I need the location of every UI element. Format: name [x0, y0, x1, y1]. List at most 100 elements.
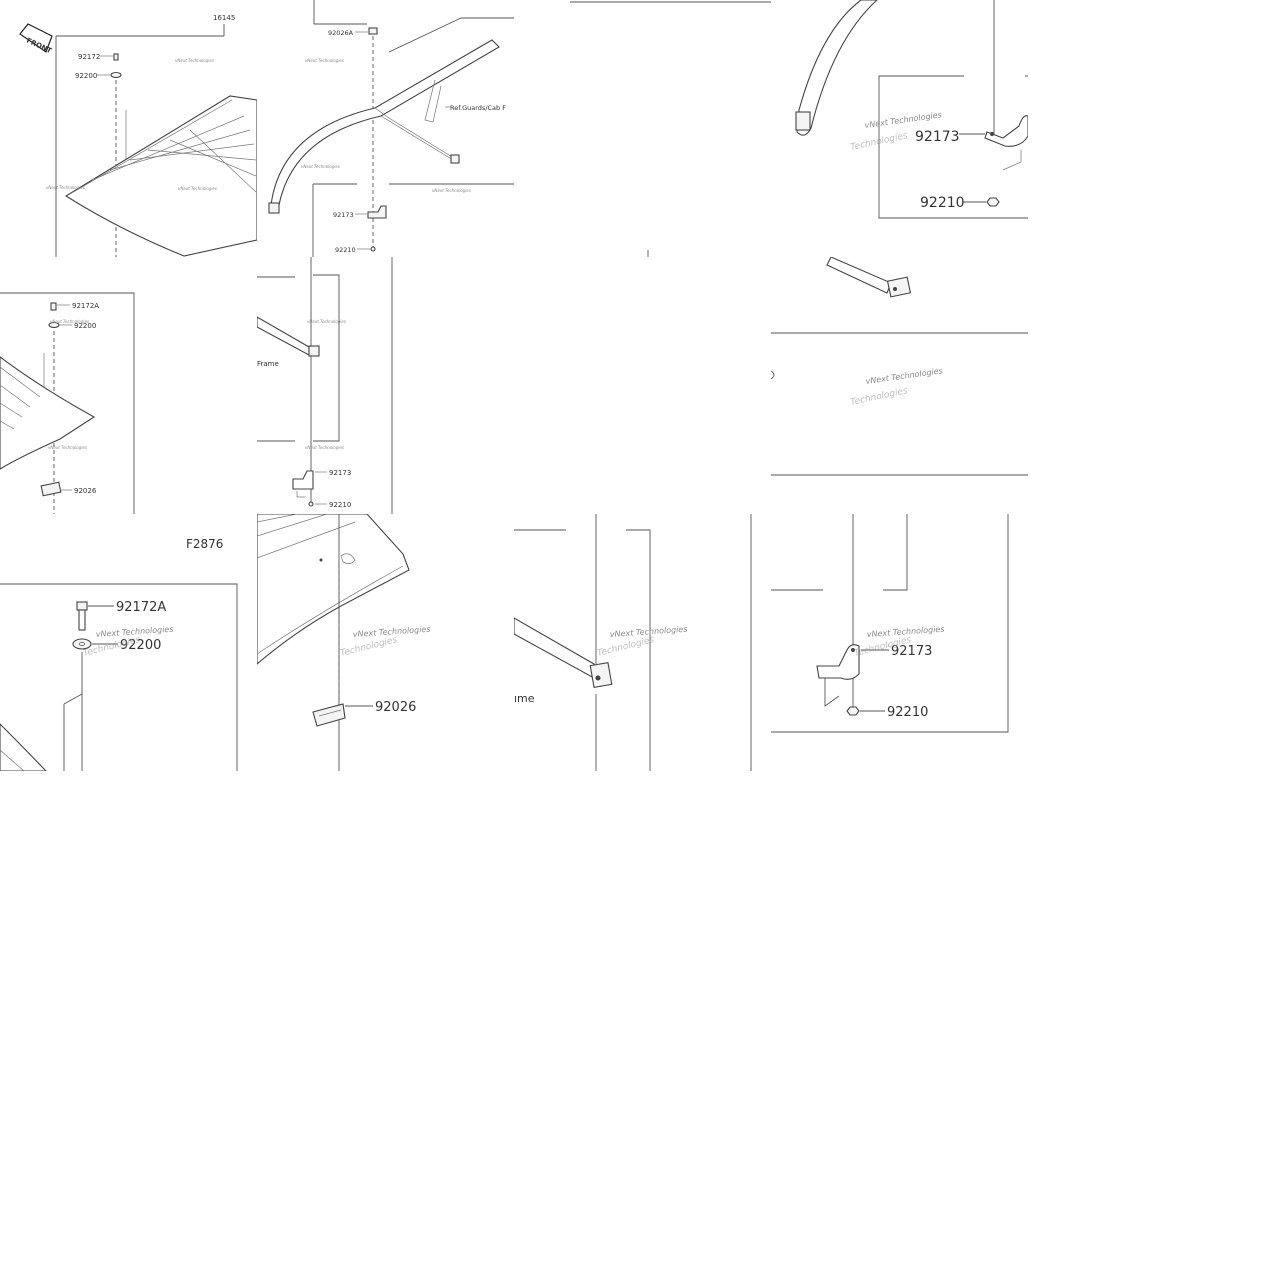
tile-large-fasteners: F2876 92172A 92200 vNext Technologies Te…: [0, 514, 257, 771]
label-92200: 92200: [74, 322, 96, 330]
front-arrow-icon: FRONT: [19, 23, 53, 55]
tile-large-bracket: 92173 92210 vNext Technologies Technolog…: [771, 514, 1028, 771]
diagram-large-cushion: 92026 vNext Technologies Technologies: [257, 514, 431, 771]
label-frame: Frame: [257, 360, 279, 368]
label-92026: 92026: [74, 487, 97, 495]
bolt-92172A-icon: [76, 601, 88, 631]
roll-bar-part: [268, 39, 500, 214]
tile-empty-middle: [514, 257, 771, 514]
watermark: vNext Technologies: [46, 185, 85, 190]
roof-panel-corner-part: [0, 723, 47, 771]
diagram-frame-bracket: Frame 92173 92210 vNext Technologies vNe…: [257, 257, 393, 514]
bracket-92173-icon: [367, 205, 387, 219]
diagram-bracket-zoom: 92173 92210 vNext Technologies Technolog…: [795, 0, 1028, 219]
nut-92210-icon: [846, 706, 860, 716]
diagram-empty: [514, 257, 771, 514]
bracket-92173-icon: [816, 644, 860, 680]
frame-line: [878, 75, 1028, 219]
frame-line: [771, 514, 1009, 733]
label-16145: 16145: [213, 14, 235, 22]
diagram-large-bracket: 92173 92210 vNext Technologies Technolog…: [771, 514, 1009, 733]
label-92172A-large: 92172A: [116, 600, 166, 615]
roll-bar-end-part: [795, 0, 878, 136]
roof-panel-edge-part: [257, 514, 410, 665]
watermark: vNext Technologies: [301, 164, 340, 169]
label-92173: 92173: [329, 469, 351, 477]
label-92173: 92173: [333, 211, 354, 219]
watermark: vNext Technologies: [307, 319, 346, 324]
bolt-92172-icon: [113, 53, 119, 61]
label-92172: 92172: [78, 53, 100, 61]
cushion-92026-icon: [40, 481, 62, 497]
diagram-outline: [570, 1, 771, 257]
frame-line: [626, 529, 651, 771]
diagram-frame-bar: 92026A Ref.Guards/Cab F 92173 92210 vNex…: [268, 0, 514, 257]
frame-line: [0, 292, 135, 514]
leader-line: [824, 678, 840, 707]
washer-92200-icon: [72, 638, 92, 650]
bolt-92172A-icon: [50, 302, 57, 311]
tile-large-frame-end: ıme vNext Technologies Technologies: [514, 514, 771, 771]
tile-zoom-roof-fasteners: 92172A 92200 92026 vNext Technologies vN…: [0, 257, 257, 514]
label-92210-alt: 92210: [329, 501, 351, 509]
label-92210: 92210: [335, 246, 356, 254]
diagram-roof-fasteners: 92172A 92200 92026 vNext Technologies vN…: [0, 292, 135, 514]
label-92210-large: 92210: [887, 705, 928, 720]
edge-glyph: [771, 370, 775, 380]
roof-panel-edge-part: [0, 356, 96, 470]
nut-92210-icon: [308, 501, 314, 507]
watermark: Technologies: [596, 635, 655, 659]
nut-92026A-icon: [368, 27, 378, 35]
label-92173-zoom: 92173: [915, 129, 960, 145]
diagram-large-frame-end: ıme vNext Technologies Technologies: [514, 514, 752, 771]
leader-line: [296, 491, 305, 498]
cushion-92026-icon: [312, 703, 346, 727]
label-92200-large: 92200: [120, 638, 161, 653]
leader-line: [1002, 150, 1022, 171]
label-frame-partial: ıme: [514, 692, 535, 705]
label-ref-guards: Ref.Guards/Cab F: [450, 104, 506, 112]
diagram-bar-end: vNext Technologies Technologies: [771, 257, 1028, 476]
frame-bar-part: [257, 316, 320, 357]
tile-overview-roof: 16145 FRONT 92172 92200 vNext Technologi…: [0, 0, 257, 257]
label-92172A: 92172A: [72, 302, 99, 310]
label-92200: 92200: [75, 72, 97, 80]
watermark: vNext Technologies: [50, 319, 89, 324]
bracket-92173-icon: [292, 470, 314, 490]
label-fig-id-large: F2876: [186, 537, 223, 551]
frame-bar-part: [514, 617, 613, 689]
washer-92200-icon: [110, 71, 122, 79]
diagram-roof-panel: 16145 FRONT 92172 92200 vNext Technologi…: [19, 14, 257, 257]
tile-zoom-bar-end: vNext Technologies Technologies: [771, 257, 1028, 514]
frame-line: [0, 583, 238, 771]
watermark: vNext Technologies: [305, 445, 344, 450]
frame-line: [883, 514, 908, 591]
diagram-large-fasteners: F2876 92172A 92200 vNext Technologies Te…: [0, 537, 238, 771]
nut-92210-icon: [370, 246, 376, 252]
tile-overview-frame: 92026A Ref.Guards/Cab F 92173 92210 vNex…: [257, 0, 514, 257]
watermark: vNext Technologies: [864, 110, 942, 130]
watermark: Technologies: [339, 635, 398, 659]
frame-line: [313, 274, 340, 442]
label-92026A: 92026A: [328, 29, 354, 37]
watermark: vNext Technologies: [175, 58, 214, 63]
frame-bar-end-part: [826, 257, 912, 298]
tile-outline-empty: [514, 0, 771, 257]
washer-92200-icon: [48, 321, 60, 329]
nut-92210-icon: [986, 197, 1000, 207]
leader-line: [388, 17, 462, 53]
label-92210-zoom: 92210: [920, 195, 965, 211]
watermark: vNext Technologies: [48, 445, 87, 450]
label-92026-large: 92026: [375, 700, 416, 715]
leader-line: [63, 693, 83, 705]
watermark: vNext Technologies: [178, 186, 217, 191]
watermark: Technologies: [850, 386, 909, 408]
tile-large-cushion: 92026 vNext Technologies Technologies: [257, 514, 514, 771]
tile-zoom-frame-bracket: Frame 92173 92210 vNext Technologies vNe…: [257, 257, 514, 514]
bracket-92173-icon: [984, 115, 1028, 147]
watermark: vNext Technologies: [305, 58, 344, 63]
watermark: vNext Technologies: [432, 188, 471, 193]
watermark: vNext Technologies: [865, 366, 943, 386]
roof-panel-part: [64, 95, 257, 257]
label-92173-large: 92173: [891, 644, 932, 659]
